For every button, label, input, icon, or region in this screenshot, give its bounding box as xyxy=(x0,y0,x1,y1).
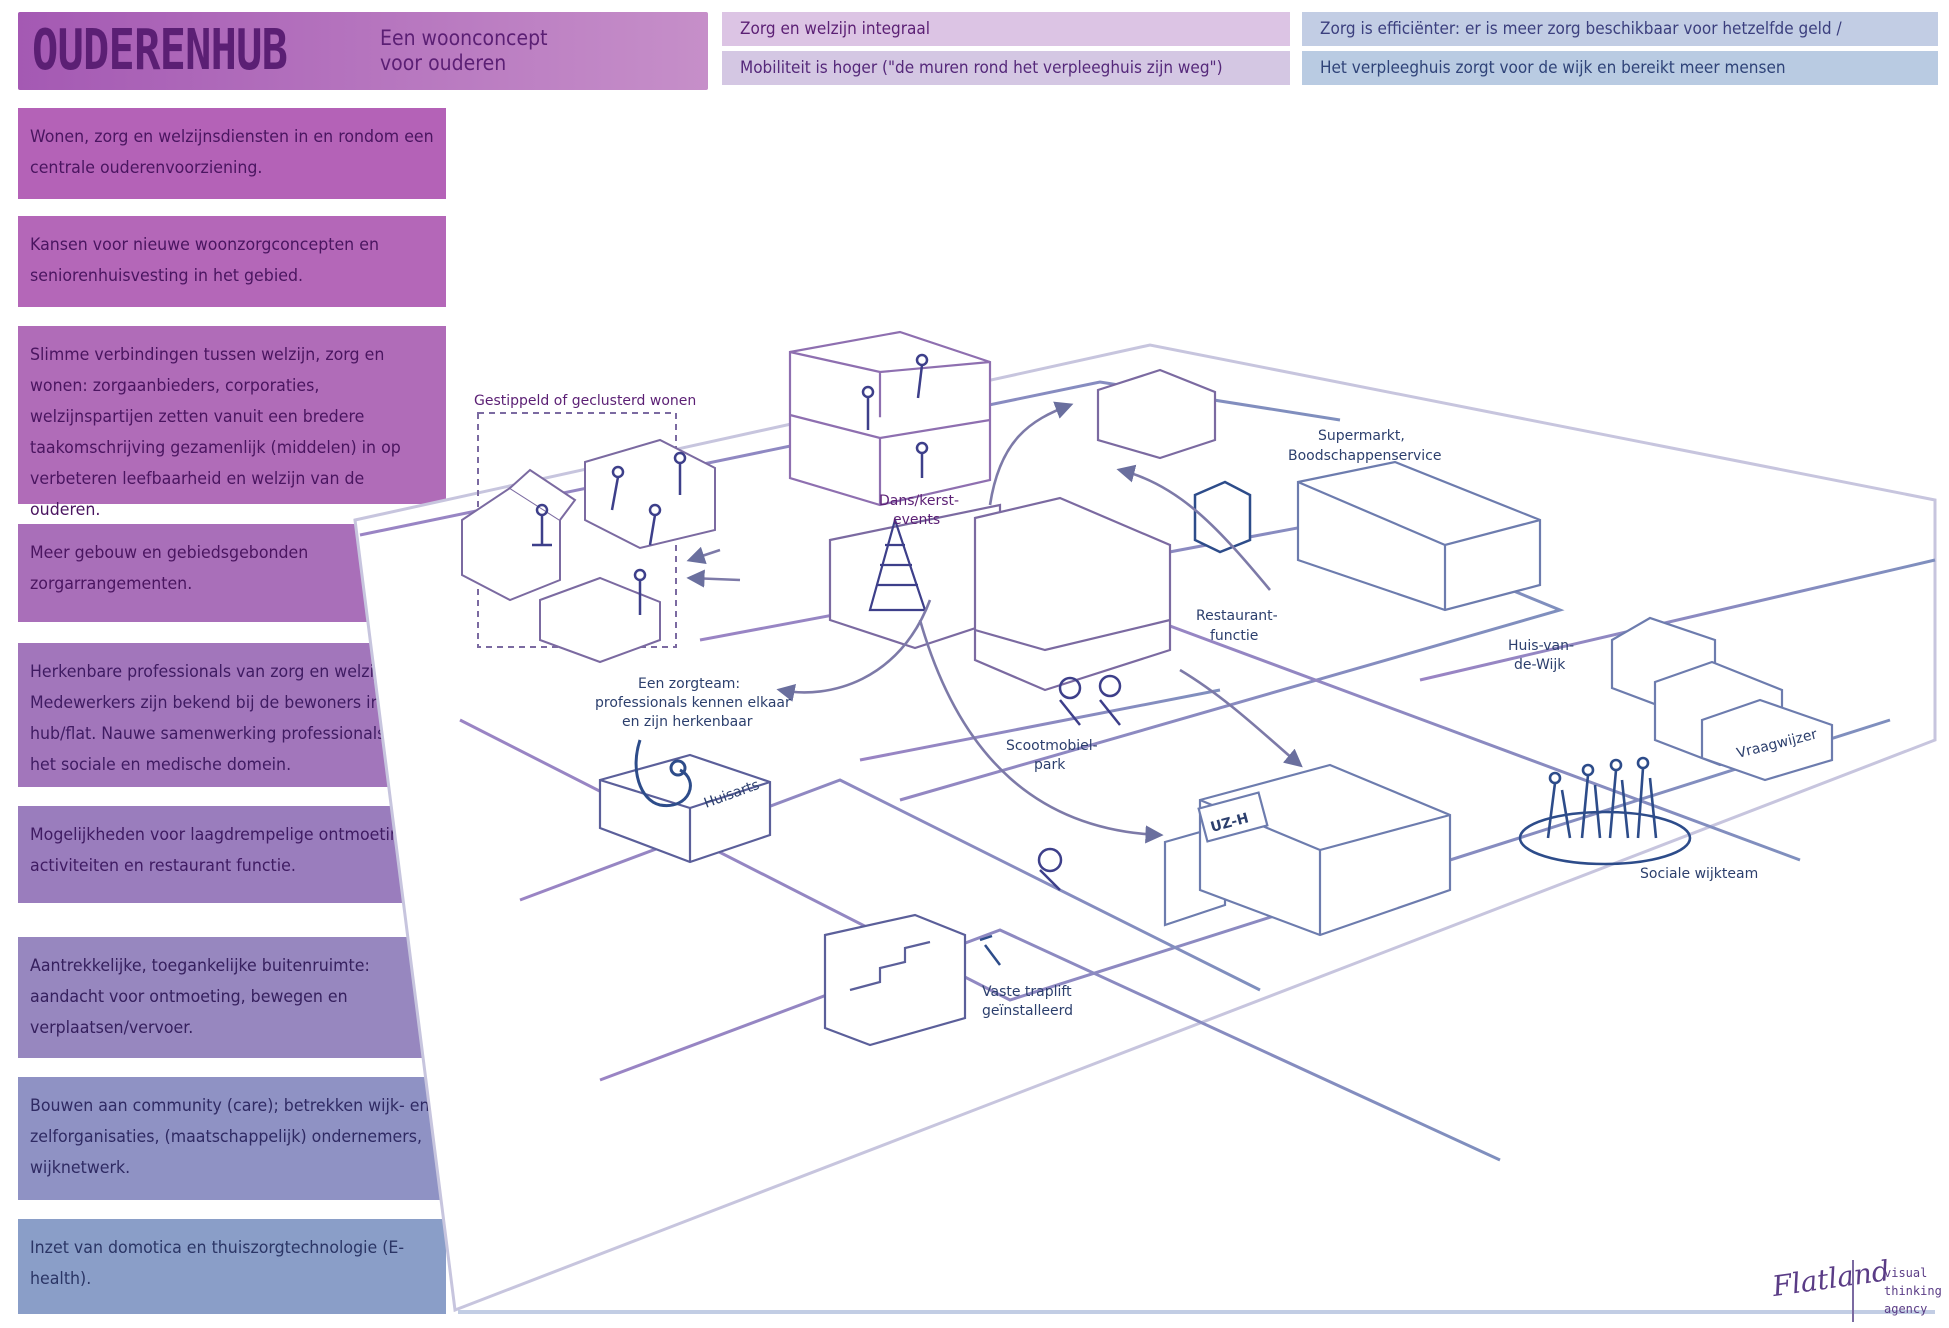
delivery-truck xyxy=(1193,480,1252,554)
scooter-figures xyxy=(1037,674,1122,891)
shop-building xyxy=(1096,368,1217,460)
header-bar-efficienter: Zorg is efficiënter: er is meer zorg bes… xyxy=(1302,12,1938,46)
label-sociaal-wijkteam: Sociale wijkteam xyxy=(1640,866,1758,882)
page-title: OUDERENHUB xyxy=(32,18,288,83)
label-traplift-1: Vaste traplift xyxy=(982,984,1072,1000)
community-houses xyxy=(1610,616,1834,782)
stethoscope-icon xyxy=(634,739,692,808)
wrench-icon xyxy=(979,934,1001,966)
logo-tagline: visual thinking agency xyxy=(1884,1266,1942,1316)
logo-divider xyxy=(1852,1260,1854,1322)
social-team-figures xyxy=(1518,756,1692,866)
hospital-building xyxy=(1163,763,1452,937)
sidebar-item-woonzorgconcepten: Kansen voor nieuwe woonzorgconcepten en … xyxy=(18,216,446,307)
label-supermarket-2: Boodschappenservice xyxy=(1288,448,1441,464)
header-bar-mobiliteit: Mobiliteit is hoger ("de muren rond het … xyxy=(722,51,1290,85)
sidebar-item-buitenruimte: Aantrekkelijke, toegankelijke buitenruim… xyxy=(18,937,446,1058)
sidebar-item-ontmoeting: Mogelijkheden voor laagdrempelige ontmoe… xyxy=(18,806,446,903)
label-huis-1: Huis-van- xyxy=(1508,638,1574,654)
label-careteam-2: professionals kennen elkaar xyxy=(595,695,791,711)
header-bar-verpleeghuis: Het verpleeghuis zorgt voor de wijk en b… xyxy=(1302,51,1938,85)
label-careteam-1: Een zorgteam: xyxy=(638,676,740,692)
label-restaurant-1: Restaurant- xyxy=(1196,608,1278,624)
central-hub-building xyxy=(828,496,1172,692)
label-clustered-housing: Gestippeld of geclusterd wonen xyxy=(474,393,696,409)
resident-figures-left xyxy=(532,451,687,615)
label-huis-2: de-Wijk xyxy=(1514,657,1566,673)
label-restaurant-2: functie xyxy=(1210,628,1258,644)
page-subtitle: Een woonconcept voor ouderen xyxy=(380,26,548,75)
sidebar-item-gebiedsgebonden: Meer gebouw en gebiedsgebonden zorgarran… xyxy=(18,524,417,622)
sidebar-item-wonen-zorg: Wonen, zorg en welzijnsdiensten in en ro… xyxy=(18,108,446,199)
label-scooter-2: park xyxy=(1034,757,1066,773)
header-bar-zorg-welzijn: Zorg en welzijn integraal xyxy=(722,12,1290,46)
sidebar-item-slimme-verbindingen: Slimme verbindingen tussen welzijn, zorg… xyxy=(18,326,446,520)
label-traplift-2: geïnstalleerd xyxy=(982,1003,1073,1019)
sidebar-item-community: Bouwen aan community (care); betrekken w… xyxy=(18,1077,446,1200)
apartment-building xyxy=(788,330,992,507)
supermarket-building xyxy=(1296,460,1542,612)
label-careteam-3: en zijn herkenbaar xyxy=(622,714,753,730)
flow-arrows xyxy=(686,401,1303,844)
label-supermarket-1: Supermarkt, xyxy=(1318,428,1405,444)
title-block: OUDERENHUB Een woonconcept voor ouderen xyxy=(18,12,708,90)
clustered-housing xyxy=(461,412,716,664)
sidebar-item-domotica: Inzet van domotica en thuiszorgtechnolog… xyxy=(18,1219,446,1314)
traplift-house xyxy=(823,913,967,1047)
christmas-tree xyxy=(868,516,927,612)
label-scooter-1: Scootmobiel- xyxy=(1006,738,1098,754)
label-dance-2: events xyxy=(893,512,940,528)
label-dance-1: Dans/kerst- xyxy=(879,493,959,509)
